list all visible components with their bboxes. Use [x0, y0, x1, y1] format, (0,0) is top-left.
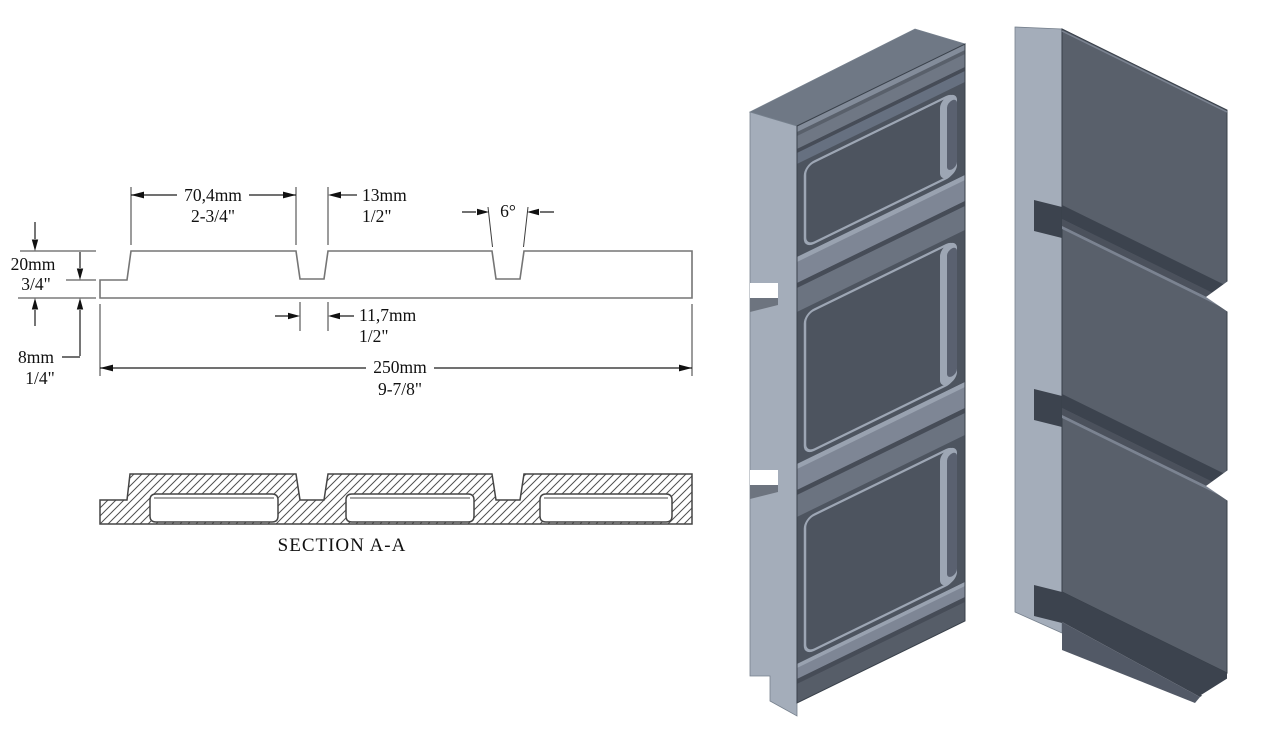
- dim-slat-width-imperial: 2-3/4": [191, 206, 235, 226]
- pocket-2-wall-inner: [947, 247, 957, 377]
- dim-groove-angle-value: 6°: [500, 201, 516, 221]
- arrow-left-icon: [131, 191, 144, 199]
- arrow-right-icon: [477, 208, 489, 216]
- dim-text-mask: [177, 185, 249, 205]
- pocket-1: [797, 81, 965, 257]
- dim-base-thickness: 8mm 1/4": [18, 347, 80, 388]
- pocket-1-wall-inner: [947, 99, 957, 170]
- groove-bottom-face: [1062, 408, 1227, 496]
- arrow-right-icon: [679, 364, 692, 372]
- edge-groove-wedge-3: [1034, 585, 1062, 623]
- web-2-highlight: [797, 381, 965, 469]
- dim-panel-width: 250mm 9-7/8": [99, 304, 693, 399]
- profile-outline: [99, 250, 693, 299]
- back-face-outline: [796, 43, 966, 704]
- bottom-edge-face: [797, 601, 965, 703]
- dim-groove-top-width: 13mm 1/2": [327, 185, 407, 245]
- arrow-up-icon: [76, 298, 84, 310]
- web-1-shadow-line: [797, 200, 965, 288]
- top-groove-shadow-line: [797, 66, 965, 153]
- dim-groove-top-imperial: 1/2": [362, 206, 392, 226]
- top-chamfer-highlight: [1061, 30, 1228, 113]
- web-1-highlight: [797, 174, 965, 262]
- lip-front-face: [1062, 622, 1200, 703]
- groove-shadow-face: [1062, 394, 1227, 489]
- notch-cutout: [750, 470, 778, 485]
- render-back-view: [748, 28, 967, 717]
- arrow-down-icon: [76, 268, 84, 280]
- step-shadow-face: [1062, 592, 1227, 697]
- groove-bottom-face: [1062, 219, 1227, 307]
- bottom-shadow-line: [797, 596, 965, 684]
- edge-groove-wedge-2: [1034, 389, 1062, 427]
- web-1: [797, 174, 965, 283]
- web-1-lower: [797, 205, 965, 312]
- panel-side-edge: [749, 111, 798, 717]
- top-edge-highlight: [797, 43, 965, 132]
- edge-groove-wedge-1: [1034, 200, 1062, 238]
- dim-slat-width-metric: 70,4mm: [184, 185, 242, 205]
- dim-groove-bottom-imperial: 1/2": [359, 326, 389, 346]
- panel-back-face: [797, 43, 965, 703]
- top-groove-band: [797, 53, 965, 149]
- notch-bottom-face: [750, 298, 778, 312]
- dim-base-imperial: 1/4": [25, 368, 55, 388]
- front-groove-2: [1062, 394, 1228, 501]
- front-groove-1: [1062, 205, 1228, 312]
- arrow-right-icon: [288, 312, 300, 320]
- arrow-down-icon: [31, 239, 39, 251]
- edge-groove-notch-2: [750, 470, 778, 499]
- dim-groove-bottom-metric: 11,7mm: [359, 305, 417, 325]
- panel-front-face: [1061, 28, 1228, 674]
- pocket-3: [797, 434, 965, 664]
- section-profile-hatched: [99, 473, 693, 525]
- arrow-up-icon: [31, 298, 39, 310]
- dim-thickness-imperial: 3/4": [21, 274, 51, 294]
- arrow-left-icon: [100, 364, 113, 372]
- profile-drawing: 70,4mm 2-3/4" 13mm 1/2" 6° 20mm: [11, 185, 693, 399]
- dim-width-imperial: 9-7/8": [378, 379, 422, 399]
- dim-groove-top-metric: 13mm: [362, 185, 407, 205]
- arrow-left-icon: [527, 208, 539, 216]
- groove-exit-notch: [1206, 281, 1228, 312]
- groove-edge-highlight: [1062, 415, 1227, 499]
- groove-exit-notch: [1206, 470, 1228, 501]
- arrow-left-icon: [328, 312, 340, 320]
- top-groove-lower: [797, 70, 965, 164]
- dim-thickness-metric: 20mm: [11, 254, 56, 274]
- dim-base-metric: 8mm: [18, 347, 54, 367]
- front-bottom-step: [1062, 592, 1228, 712]
- dim-width-metric: 250mm: [373, 357, 427, 377]
- notch-cutout: [750, 283, 778, 298]
- web-2-lower: [797, 412, 965, 517]
- dim-groove-bottom-width: 11,7mm 1/2": [275, 302, 417, 346]
- groove-edge-highlight: [1062, 226, 1227, 310]
- dim-panel-thickness: 20mm 3/4": [11, 222, 96, 356]
- pocket-2: [797, 229, 965, 464]
- notch-bottom-face: [750, 485, 778, 499]
- bottom-band-highlight: [797, 581, 965, 668]
- arrow-right-icon: [283, 191, 296, 199]
- render-front-view: [1014, 26, 1228, 712]
- section-view: SECTION A-A: [99, 473, 693, 556]
- dim-slat-width: 70,4mm 2-3/4": [130, 185, 297, 245]
- section-label: SECTION A-A: [278, 535, 407, 556]
- arrow-left-icon: [328, 191, 341, 199]
- web-2: [797, 381, 965, 490]
- dim-text-mask: [366, 358, 434, 378]
- panel-side-edge: [1014, 26, 1063, 634]
- edge-groove-notch-1: [750, 283, 778, 312]
- pocket-3-wall-inner: [947, 452, 957, 577]
- groove-shadow-face: [1062, 205, 1227, 300]
- web-2-shadow-line: [797, 407, 965, 495]
- step-exit-notch: [1201, 678, 1228, 712]
- dim-groove-angle: 6°: [462, 201, 554, 248]
